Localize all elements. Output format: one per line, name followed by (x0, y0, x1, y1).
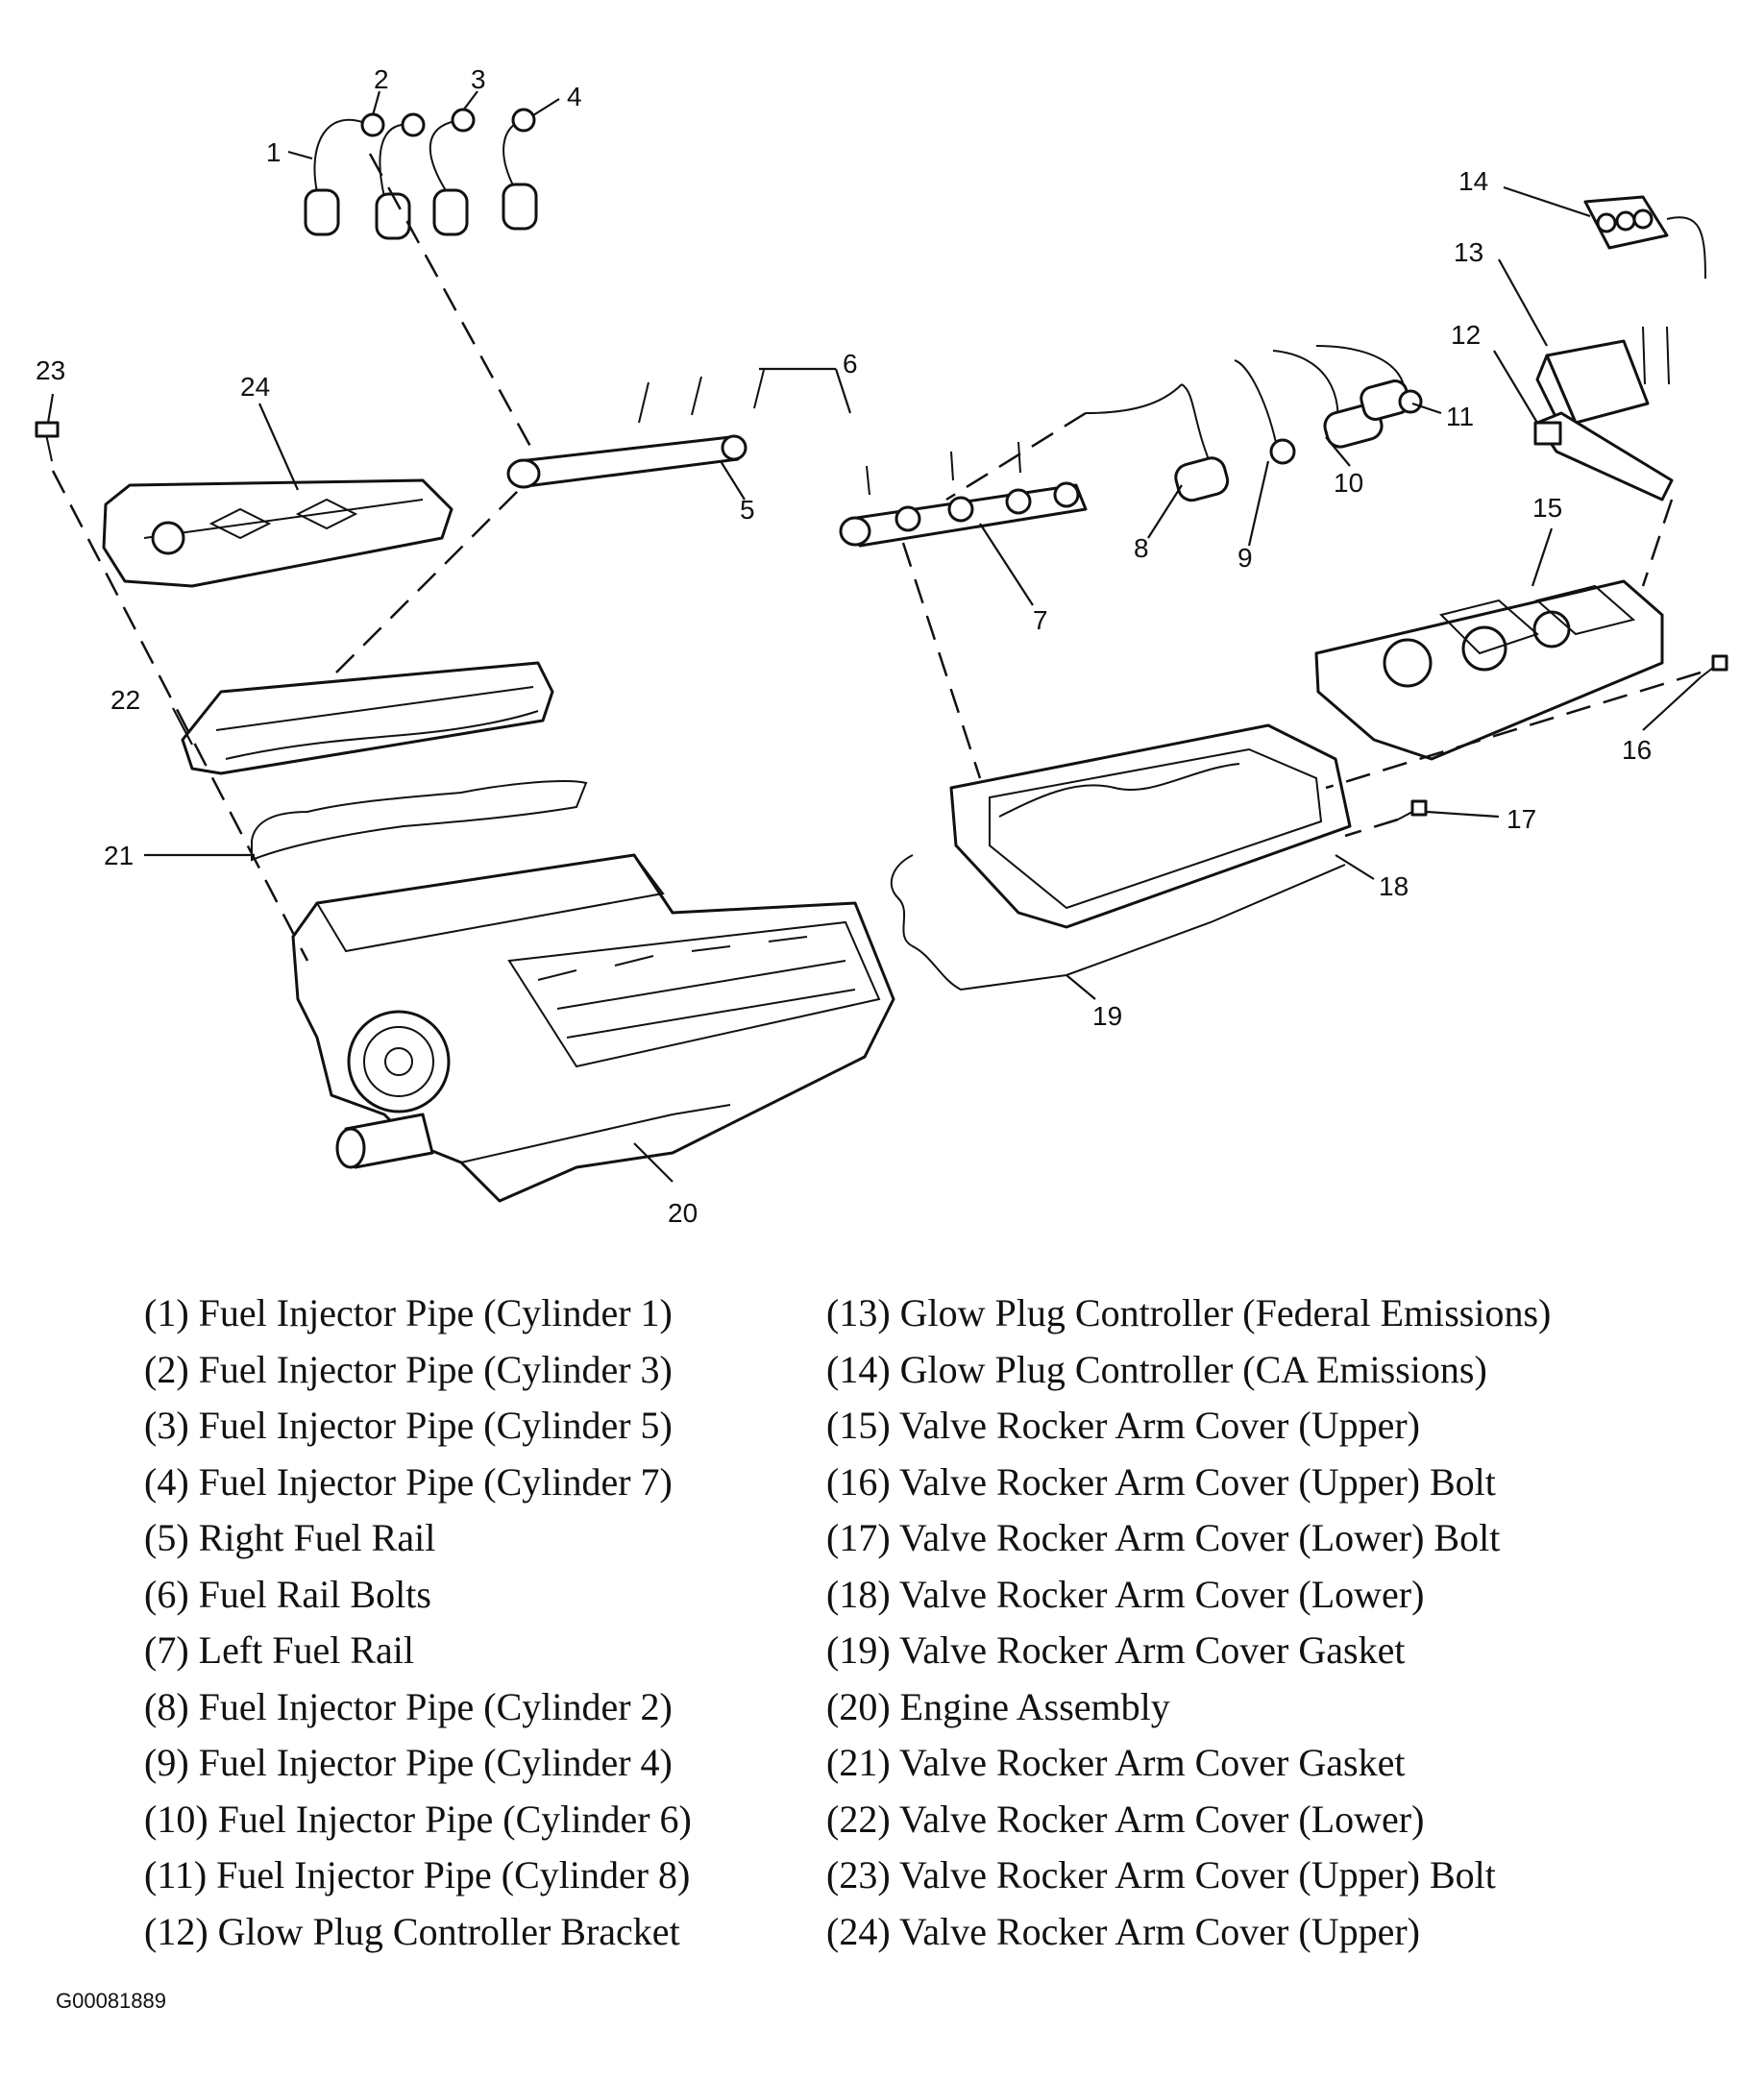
legend-item: (23) Valve Rocker Arm Cover (Upper) Bolt (826, 1853, 1496, 1896)
callout-16: 16 (1622, 735, 1652, 765)
legend-item: (8) Fuel Injector Pipe (Cylinder 2) (144, 1684, 673, 1728)
callout-15: 15 (1532, 493, 1562, 523)
callout-19: 19 (1092, 1001, 1122, 1031)
legend-item: (7) Left Fuel Rail (144, 1628, 415, 1672)
legend-item: (19) Valve Rocker Arm Cover Gasket (826, 1628, 1406, 1672)
callout-5: 5 (740, 495, 755, 525)
callout-4: 4 (567, 82, 582, 111)
callout-14: 14 (1458, 166, 1488, 196)
fuel-rail-bolts (638, 369, 1021, 496)
callout-10: 10 (1334, 468, 1363, 498)
valve-rocker-arm-cover-gasket-left-bank (890, 854, 1346, 991)
valve-rocker-arm-cover-upper-right-bank (102, 478, 453, 588)
valve-rocker-arm-cover-lower-right-bank (181, 661, 554, 775)
valve-rocker-arm-cover-lower-left-bank (949, 723, 1352, 929)
legend-column-right: (13) Glow Plug Controller (Federal Emiss… (826, 1285, 1551, 1960)
callout-8: 8 (1134, 533, 1149, 563)
callout-18: 18 (1379, 871, 1409, 901)
callout-2: 2 (374, 64, 389, 94)
legend-item: (24) Valve Rocker Arm Cover (Upper) (826, 1909, 1420, 1953)
legend-item: (12) Glow Plug Controller Bracket (144, 1909, 680, 1953)
legend-item: (14) Glow Plug Controller (CA Emissions) (826, 1347, 1487, 1391)
callout-9: 9 (1237, 543, 1253, 573)
callout-3: 3 (471, 64, 486, 94)
callout-22: 22 (110, 685, 140, 715)
callout-1: 1 (266, 137, 282, 167)
valve-rocker-arm-cover-bolts (35, 421, 1728, 820)
legend-column-left: (1) Fuel Injector Pipe (Cylinder 1) (2) … (144, 1285, 692, 1960)
callout-21: 21 (104, 841, 134, 870)
glow-plug-controller-ca (1583, 195, 1706, 280)
legend-item: (15) Valve Rocker Arm Cover (Upper) (826, 1404, 1420, 1447)
legend-item: (18) Valve Rocker Arm Cover (Lower) (826, 1572, 1425, 1616)
callout-12: 12 (1451, 320, 1481, 350)
leader-lines (46, 90, 1702, 1183)
legend-item: (1) Fuel Injector Pipe (Cylinder 1) (144, 1291, 673, 1334)
callout-23: 23 (36, 355, 65, 385)
callout-17: 17 (1507, 804, 1536, 834)
exploded-view-diagram: 1 2 3 4 5 6 7 8 9 10 11 12 13 14 15 16 1… (35, 64, 1728, 1228)
callout-6: 6 (843, 349, 858, 379)
legend-item: (9) Fuel Injector Pipe (Cylinder 4) (144, 1741, 673, 1784)
legend-item: (5) Right Fuel Rail (144, 1516, 436, 1559)
legend-item: (13) Glow Plug Controller (Federal Emiss… (826, 1291, 1552, 1334)
callout-labels: 1 2 3 4 5 6 7 8 9 10 11 12 13 14 15 16 1… (36, 64, 1652, 1228)
alignment-lines (51, 153, 1702, 962)
legend-item: (3) Fuel Injector Pipe (Cylinder 5) (144, 1404, 673, 1447)
callout-24: 24 (240, 372, 270, 402)
callout-20: 20 (668, 1198, 698, 1228)
legend-item: (16) Valve Rocker Arm Cover (Upper) Bolt (826, 1459, 1496, 1504)
callout-7: 7 (1033, 605, 1048, 635)
valve-rocker-arm-cover-upper-left-bank (1314, 579, 1664, 761)
legend-item: (6) Fuel Rail Bolts (144, 1572, 431, 1616)
legend-item: (11) Fuel Injector Pipe (Cylinder 8) (144, 1853, 691, 1896)
legend-item: (17) Valve Rocker Arm Cover (Lower) Bolt (826, 1516, 1501, 1559)
left-fuel-rail (839, 481, 1088, 548)
legend-item: (22) Valve Rocker Arm Cover (Lower) (826, 1797, 1425, 1841)
fuel-injector-pipes-left-bank (1085, 345, 1423, 502)
glow-plug-controller-bracket (1533, 411, 1674, 502)
legend-item: (20) Engine Assembly (826, 1684, 1170, 1728)
callout-13: 13 (1454, 237, 1483, 267)
legend-item: (2) Fuel Injector Pipe (Cylinder 3) (144, 1347, 673, 1391)
right-fuel-rail (506, 434, 747, 489)
legend-item: (10) Fuel Injector Pipe (Cylinder 6) (144, 1797, 692, 1841)
legend-item: (21) Valve Rocker Arm Cover Gasket (826, 1741, 1406, 1784)
fuel-injector-pipes-right-bank (304, 108, 538, 240)
callout-11: 11 (1446, 402, 1474, 431)
figure-code: G00081889 (56, 1989, 166, 2013)
valve-rocker-arm-cover-gasket-right-bank (251, 780, 588, 862)
legend-item: (4) Fuel Injector Pipe (Cylinder 7) (144, 1459, 673, 1504)
engine-assembly (291, 853, 895, 1203)
